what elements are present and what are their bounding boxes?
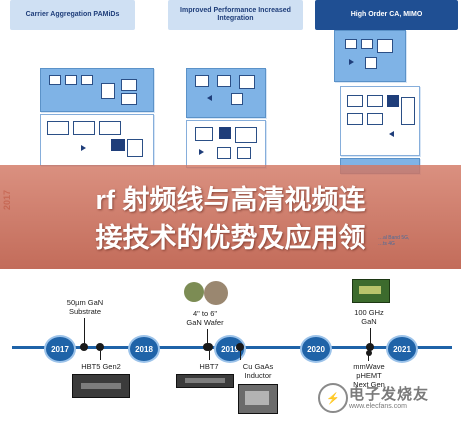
milestone-mmwave-phemt: mmWave pHEMT Next Gen bbox=[353, 362, 385, 389]
hbt5-cross-section-icon bbox=[72, 374, 130, 398]
timeline-stem bbox=[100, 351, 101, 360]
gan-wafer-small-icon bbox=[184, 282, 204, 302]
banner-high-order-ca: High Order CA, MIMO bbox=[315, 0, 458, 30]
chip bbox=[101, 83, 115, 99]
timeline-marker bbox=[236, 343, 244, 351]
milestone-hbt5-gen2: HBT5 Gen2 bbox=[81, 362, 121, 371]
timeline-marker bbox=[366, 343, 374, 351]
chip bbox=[47, 121, 69, 135]
module-board-3a bbox=[334, 30, 406, 82]
chip bbox=[367, 95, 383, 107]
amplifier-icon bbox=[207, 95, 212, 101]
chip bbox=[195, 127, 213, 141]
chip bbox=[111, 139, 125, 151]
milestone-hbt7: HBT7 bbox=[199, 362, 219, 371]
amplifier-icon bbox=[389, 131, 394, 137]
chip bbox=[367, 113, 383, 125]
module-board-1b bbox=[40, 114, 154, 166]
chip bbox=[217, 147, 231, 159]
title-overlay bbox=[0, 165, 461, 269]
watermark-url: www.elecfans.com bbox=[349, 403, 407, 410]
banner-carrier-aggregation: Carrier Aggregation PAMiDs bbox=[10, 0, 135, 30]
milestone-cu-gaas-inductor: Cu GaAs Inductor bbox=[242, 362, 274, 380]
chip bbox=[65, 75, 77, 85]
title-line-2: 接技术的优势及应用领 bbox=[95, 223, 366, 253]
die-detail bbox=[359, 286, 381, 294]
amplifier-icon bbox=[81, 145, 86, 151]
module-board-1a bbox=[40, 68, 154, 112]
chip bbox=[81, 75, 93, 85]
gan-wafer-large-icon bbox=[204, 281, 228, 305]
chip bbox=[99, 121, 121, 135]
timeline-stem bbox=[368, 355, 369, 361]
chip bbox=[237, 147, 251, 159]
chip bbox=[377, 39, 393, 53]
year-2018: 2018 bbox=[128, 335, 160, 363]
chip bbox=[401, 97, 415, 125]
chip bbox=[121, 79, 137, 91]
chip bbox=[195, 75, 209, 87]
timeline-stem bbox=[207, 329, 208, 344]
amplifier-icon bbox=[349, 59, 354, 65]
chip bbox=[345, 39, 357, 49]
year-2021: 2021 bbox=[386, 335, 418, 363]
milestone-50um-gan: 50µm GaN Substrate bbox=[66, 298, 104, 316]
chip bbox=[361, 39, 373, 49]
timeline-marker bbox=[80, 343, 88, 351]
die-detail bbox=[81, 383, 121, 389]
chip bbox=[239, 75, 255, 89]
die-detail bbox=[185, 378, 225, 383]
timeline-stem bbox=[84, 318, 85, 344]
chip bbox=[217, 75, 231, 87]
watermark-cn: 电子发烧友 bbox=[349, 385, 430, 403]
chip bbox=[235, 127, 257, 143]
chip bbox=[73, 121, 95, 135]
timeline-marker bbox=[205, 343, 213, 351]
module-board-3b bbox=[340, 86, 420, 156]
chip bbox=[347, 113, 363, 125]
inductor-photo-icon bbox=[238, 384, 278, 414]
timeline-stem bbox=[370, 328, 371, 344]
side-note: …al Band 5G, …ts 4G bbox=[378, 235, 410, 247]
milestone-100ghz-gan: 100 GHz GaN bbox=[354, 308, 384, 326]
chip bbox=[219, 127, 231, 139]
elecfans-logo-icon: ⚡ bbox=[318, 383, 348, 413]
year-2017: 2017 bbox=[44, 335, 76, 363]
chip bbox=[121, 93, 137, 105]
timeline-marker bbox=[366, 350, 372, 356]
module-board-2b bbox=[186, 120, 266, 168]
milestone-gan-wafer: 4" to 6" GaN Wafer bbox=[186, 309, 224, 327]
chip bbox=[387, 95, 399, 107]
chip bbox=[347, 95, 363, 107]
hbt7-cross-section-icon bbox=[176, 374, 234, 388]
die-detail bbox=[245, 391, 269, 405]
watermark: ⚡ 电子发烧友 www.elecfans.com bbox=[318, 381, 458, 427]
title-line-1: rf 射频线与高清视频连 bbox=[95, 185, 366, 215]
banner-improved-performance: Improved Performance Increased Integrati… bbox=[168, 0, 303, 30]
chip bbox=[49, 75, 61, 85]
module-board-2a bbox=[186, 68, 266, 118]
100ghz-gan-die-icon bbox=[352, 279, 390, 303]
timeline-stem bbox=[240, 351, 241, 360]
chip bbox=[127, 139, 143, 157]
amplifier-icon bbox=[199, 149, 204, 155]
timeline-marker bbox=[96, 343, 104, 351]
timeline-stem bbox=[209, 351, 210, 360]
year-2020: 2020 bbox=[300, 335, 332, 363]
chip bbox=[365, 57, 377, 69]
chip bbox=[231, 93, 243, 105]
